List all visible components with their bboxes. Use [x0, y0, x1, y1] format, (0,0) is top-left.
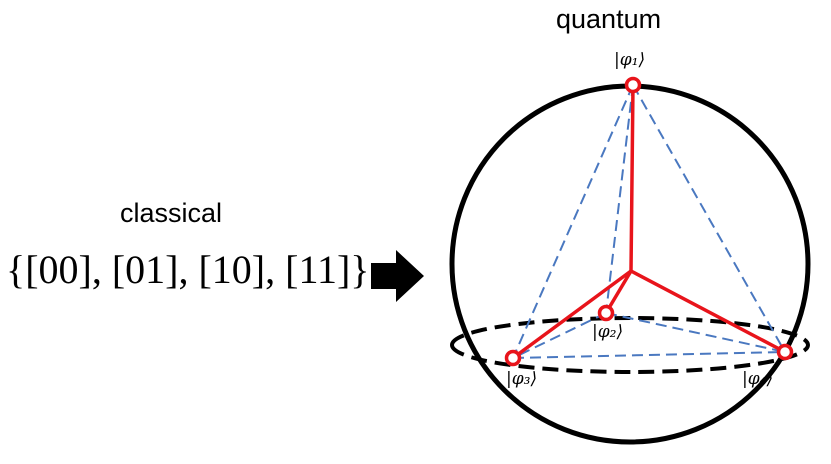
state-marker-4 [776, 343, 794, 361]
state-marker-1 [624, 76, 642, 94]
state-marker-3 [504, 349, 522, 367]
vector-4 [629, 269, 787, 354]
state-marker-2 [597, 304, 615, 322]
state-label-1: |φ₁⟩ [614, 50, 646, 70]
vector-1 [629, 83, 635, 273]
classical-title: classical [120, 198, 223, 228]
edge-1-4 [632, 84, 786, 353]
right-arrow-icon [371, 250, 424, 302]
edge-2-3 [512, 312, 607, 359]
state-label-4: |φ₄⟩ [742, 369, 774, 389]
tetrahedron-edges [512, 84, 786, 359]
equator-back [450, 316, 810, 346]
vector-3 [511, 269, 633, 360]
edge-1-3 [512, 84, 634, 359]
edge-1-2 [605, 84, 634, 314]
state-markers [504, 76, 794, 367]
state-label-3: |φ₃⟩ [506, 369, 538, 389]
quantum-title: quantum [556, 4, 662, 34]
state-vectors [511, 83, 787, 360]
edge-3-4 [512, 351, 786, 359]
edge-2-4 [605, 312, 786, 353]
classical-bit-set: {[00], [01], [10], [11]} [6, 247, 370, 292]
state-label-2: |φ₂⟩ [592, 322, 624, 342]
